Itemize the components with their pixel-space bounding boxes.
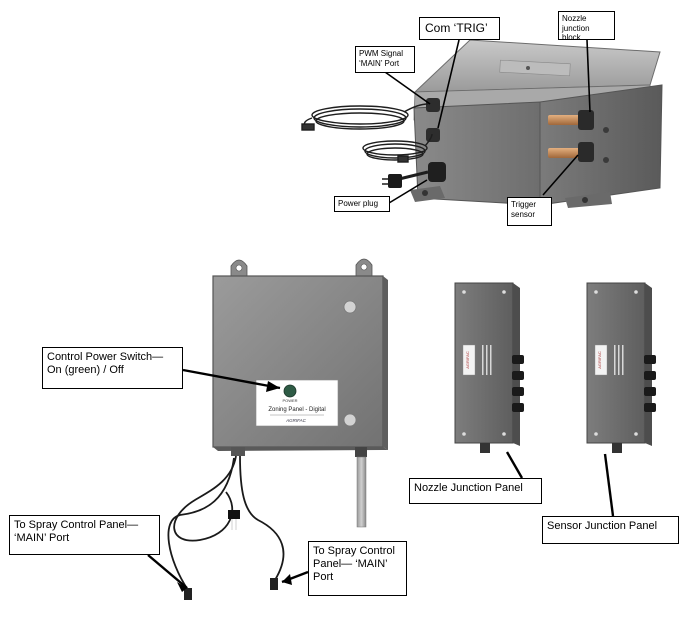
zoning-panel: POWER Zoning Panel - Digital AGRIFAC <box>212 258 388 528</box>
callout-spray-control-right: To Spray Control Panel— ‘MAIN’ Port <box>308 541 407 596</box>
callout-com-trig: Com ‘TRIG’ <box>419 17 500 40</box>
callout-nozzle-junction-panel: Nozzle Junction Panel <box>409 478 542 504</box>
main-enclosure <box>410 39 663 208</box>
sensor-junction-panel: AGRIFAC <box>586 282 656 453</box>
zoning-panel-cables <box>167 455 285 600</box>
zoning-panel-title: Zoning Panel - Digital <box>268 407 325 413</box>
bottom-leader-lines <box>147 368 615 589</box>
spray-left-arrowhead <box>177 582 187 592</box>
spray-right-arrowhead <box>282 574 292 585</box>
callout-pwm-signal: PWM Signal ‘MAIN’ Port <box>355 46 415 73</box>
top-leader-lines <box>384 39 591 204</box>
power-plug-cable <box>382 170 429 188</box>
trigger-sensor-connector <box>548 142 594 162</box>
zoning-brand-logo: AGRIFAC <box>285 418 306 423</box>
callout-sensor-junction-panel: Sensor Junction Panel <box>542 516 679 544</box>
control-power-arrowhead <box>266 381 280 392</box>
callout-spray-control-left: To Spray Control Panel— ‘MAIN’ Port <box>9 515 160 555</box>
callout-trigger-sensor: Trigger sensor <box>507 197 552 226</box>
nozzle-panel-brand: AGRIFAC <box>465 351 470 369</box>
nozzle-junction-connector <box>548 110 594 130</box>
callout-control-power-switch: Control Power Switch— On (green) / Off <box>42 347 183 389</box>
pwm-signal-cable <box>301 103 429 131</box>
callout-power-plug: Power plug <box>334 196 390 212</box>
nozzle-junction-panel: AGRIFAC <box>454 282 524 453</box>
com-trig-cable <box>362 133 433 163</box>
callout-nozzle-junction-block: Nozzle junction block <box>558 11 615 42</box>
power-switch-label: POWER <box>282 398 297 403</box>
sensor-panel-brand: AGRIFAC <box>597 351 602 369</box>
